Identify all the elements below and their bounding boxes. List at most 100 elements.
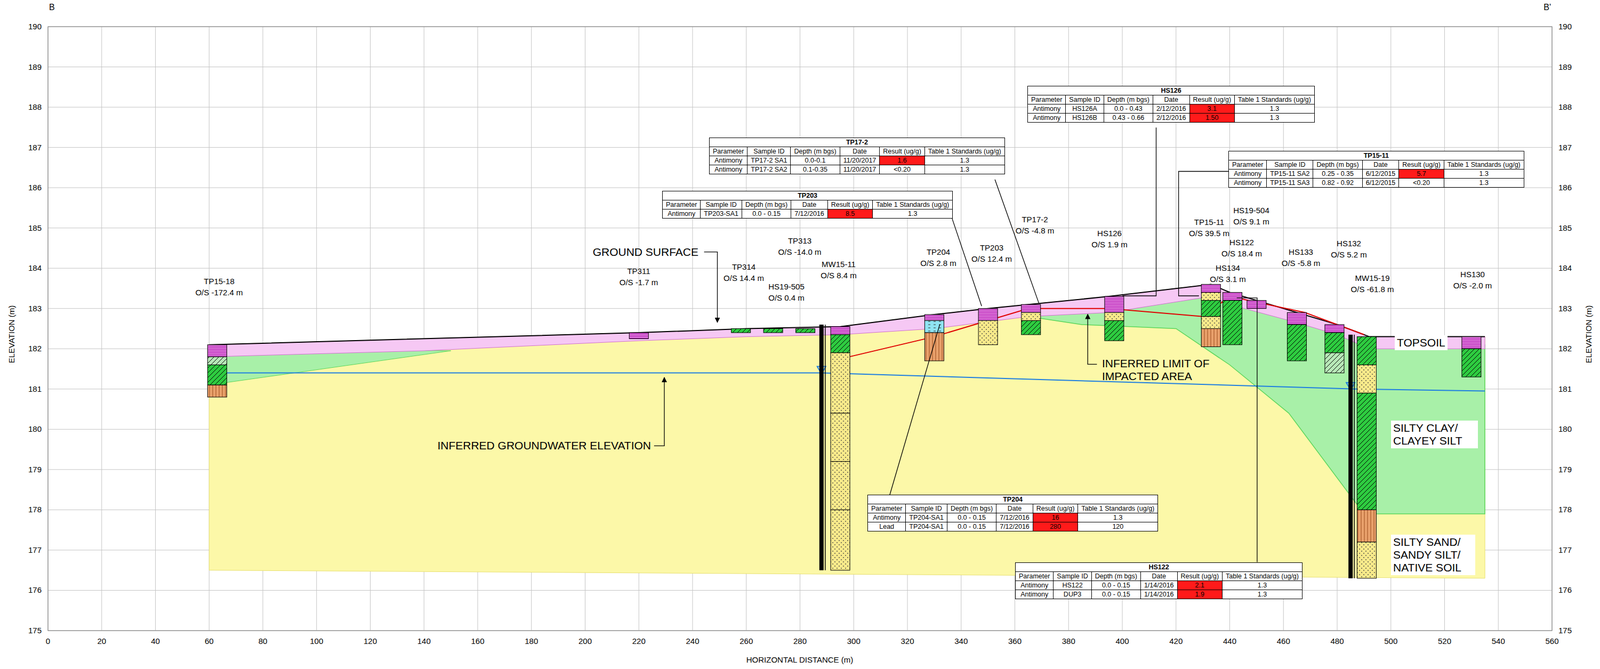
table-grid: TP203ParameterSample IDDepth (m bgs)Date… [662, 190, 953, 219]
axis-tick-label: 188 [1558, 102, 1572, 112]
table-header-cell: Sample ID [1266, 160, 1314, 170]
axis-tick-label: 184 [28, 263, 42, 273]
cell-text: 5.7 [1416, 170, 1426, 178]
axis-tick-label: 240 [685, 636, 699, 646]
borehole-label: TP313 [788, 236, 812, 246]
table-cell: Antimony [709, 156, 748, 166]
cell-text: 1/14/2016 [1144, 581, 1175, 590]
annotation-label: SILTY SAND/ SANDY SILT/ NATIVE SOIL [1391, 534, 1476, 576]
borehole-layer [1324, 324, 1345, 333]
borehole-label: O/S -2.0 m [1453, 280, 1493, 291]
grid-line [155, 26, 156, 631]
table-header-cell: Depth (m bgs) [741, 200, 791, 210]
cell-text: 1.3 [1257, 590, 1267, 599]
table-cell: Antimony [1027, 104, 1066, 114]
cell-text: 6/12/2015 [1365, 170, 1396, 178]
table-header-cell: Parameter [1228, 160, 1267, 170]
axis-tick-label: 0 [45, 636, 51, 646]
table-header-cell: Result (ug/g) [879, 147, 926, 157]
table-cell: 6/12/2015 [1362, 169, 1400, 179]
table-cell: 7/12/2016 [996, 513, 1034, 523]
cell-text: Table 1 Standards (ug/g) [1225, 572, 1299, 581]
axis-tick-label: 400 [1115, 636, 1129, 646]
table-header-cell: Parameter [709, 147, 748, 157]
grid-line [47, 66, 1553, 68]
table-cell: Antimony [1015, 590, 1054, 600]
axis-tick-label: 180 [1558, 424, 1572, 434]
borehole-label: O/S 2.8 m [920, 258, 957, 268]
axis-label: ELEVATION (m) [6, 305, 16, 364]
table-header-cell: Sample ID [700, 200, 743, 210]
cell-text: 1.3 [960, 156, 970, 165]
axis-tick-label: 560 [1545, 636, 1559, 646]
axis-label: B [49, 2, 55, 13]
table-cell: 0.0 - 0.15 [946, 522, 996, 532]
table-row: ParameterSample IDDepth (m bgs)DateResul… [709, 147, 1005, 157]
cell-text: Result (ug/g) [831, 200, 870, 209]
table-header-cell: Sample ID [1053, 572, 1092, 582]
cell-text: 1.9 [1195, 590, 1205, 599]
cell-text: Antimony [1233, 179, 1262, 187]
table-header-cell: Table 1 Standards (ug/g) [1078, 504, 1159, 514]
table-cell: 11/20/2017 [839, 156, 880, 166]
data-table: TP204ParameterSample IDDepth (m bgs)Date… [867, 494, 1159, 532]
axis-tick-label: 540 [1491, 636, 1506, 646]
table-cell: TP15-11 SA2 [1266, 169, 1314, 179]
axis-tick-label: 175 [28, 625, 42, 635]
axis-tick-label: 182 [1558, 344, 1572, 354]
table-cell: 1.3 [1222, 590, 1303, 600]
axis-tick-label: 100 [309, 636, 324, 646]
axis-tick-label: 460 [1276, 636, 1291, 646]
table-cell: 1.3 [1222, 581, 1303, 591]
table-cell: 0.82 - 0.92 [1313, 178, 1363, 188]
table-row: ParameterSample IDDepth (m bgs)DateResul… [1027, 95, 1315, 105]
cell-text: <0.20 [1412, 179, 1430, 187]
cell-text: 0.0 - 0.15 [1102, 590, 1131, 599]
table-row: AntimonyTP203-SA10.0 - 0.157/12/20168.51… [662, 209, 953, 219]
table-row: AntimonyTP17-2 SA10.0-0.111/20/20171.61.… [709, 156, 1005, 166]
cell-text: Antimony [714, 156, 743, 165]
cell-text: 6/12/2015 [1365, 179, 1396, 187]
table-header-cell: Sample ID [747, 147, 791, 157]
axis-tick-label: 190 [1558, 21, 1572, 31]
table-cell: 1.3 [924, 165, 1005, 175]
axis-label: B' [1543, 2, 1551, 13]
table-row: AntimonyTP15-11 SA30.82 - 0.926/12/2015<… [1228, 178, 1525, 188]
cell-text: TP204-SA1 [909, 513, 944, 522]
axis-tick-label: 179 [28, 464, 42, 474]
cell-text: Date [1007, 504, 1022, 513]
borehole-layer [1461, 336, 1482, 350]
cell-text: 1.3 [960, 165, 970, 174]
cell-text: 0.0-0.1 [805, 156, 826, 165]
borehole-layer [1324, 332, 1345, 353]
table-cell: 1.6 [879, 156, 926, 166]
axis-tick-label: 520 [1437, 636, 1452, 646]
axis-tick-label: 181 [28, 384, 42, 394]
cell-text: 11/20/2017 [843, 156, 877, 165]
cell-text: 1.3 [1479, 179, 1489, 187]
table-cell: 0.0 - 0.43 [1103, 104, 1153, 114]
cell-text: 0.43 - 0.66 [1112, 114, 1145, 122]
cell-text: 16 [1051, 513, 1060, 522]
axis-tick-label: 177 [1558, 545, 1572, 555]
table-header-cell: Result (ug/g) [1032, 504, 1079, 514]
table-cell: Lead [867, 522, 906, 532]
borehole-layer [1021, 312, 1041, 321]
borehole-layer [207, 364, 227, 385]
table-header-cell: Date [1140, 572, 1178, 582]
borehole-label: TP311 [626, 266, 650, 276]
table-header-cell: Table 1 Standards (ug/g) [1234, 95, 1315, 105]
table-row: AntimonyHS126A0.0 - 0.432/12/20163.11.3 [1027, 104, 1315, 114]
cell-text: Antimony [667, 210, 696, 218]
borehole-label: O/S 0.4 m [768, 293, 805, 303]
cell-text: Sample ID [1274, 161, 1306, 169]
axis-tick-label: 177 [28, 545, 42, 555]
cell-text: Parameter [712, 147, 744, 156]
table-row: AntimonyDUP30.0 - 0.151/14/20161.91.3 [1015, 590, 1303, 600]
axis-tick-label: 175 [1558, 625, 1572, 635]
cell-text: Result (ug/g) [1402, 161, 1441, 169]
cell-text: Table 1 Standards (ug/g) [875, 200, 950, 209]
borehole-label: HS134 [1215, 263, 1241, 273]
native-soil-zone [208, 284, 1485, 578]
axis-tick-label: 220 [632, 636, 646, 646]
